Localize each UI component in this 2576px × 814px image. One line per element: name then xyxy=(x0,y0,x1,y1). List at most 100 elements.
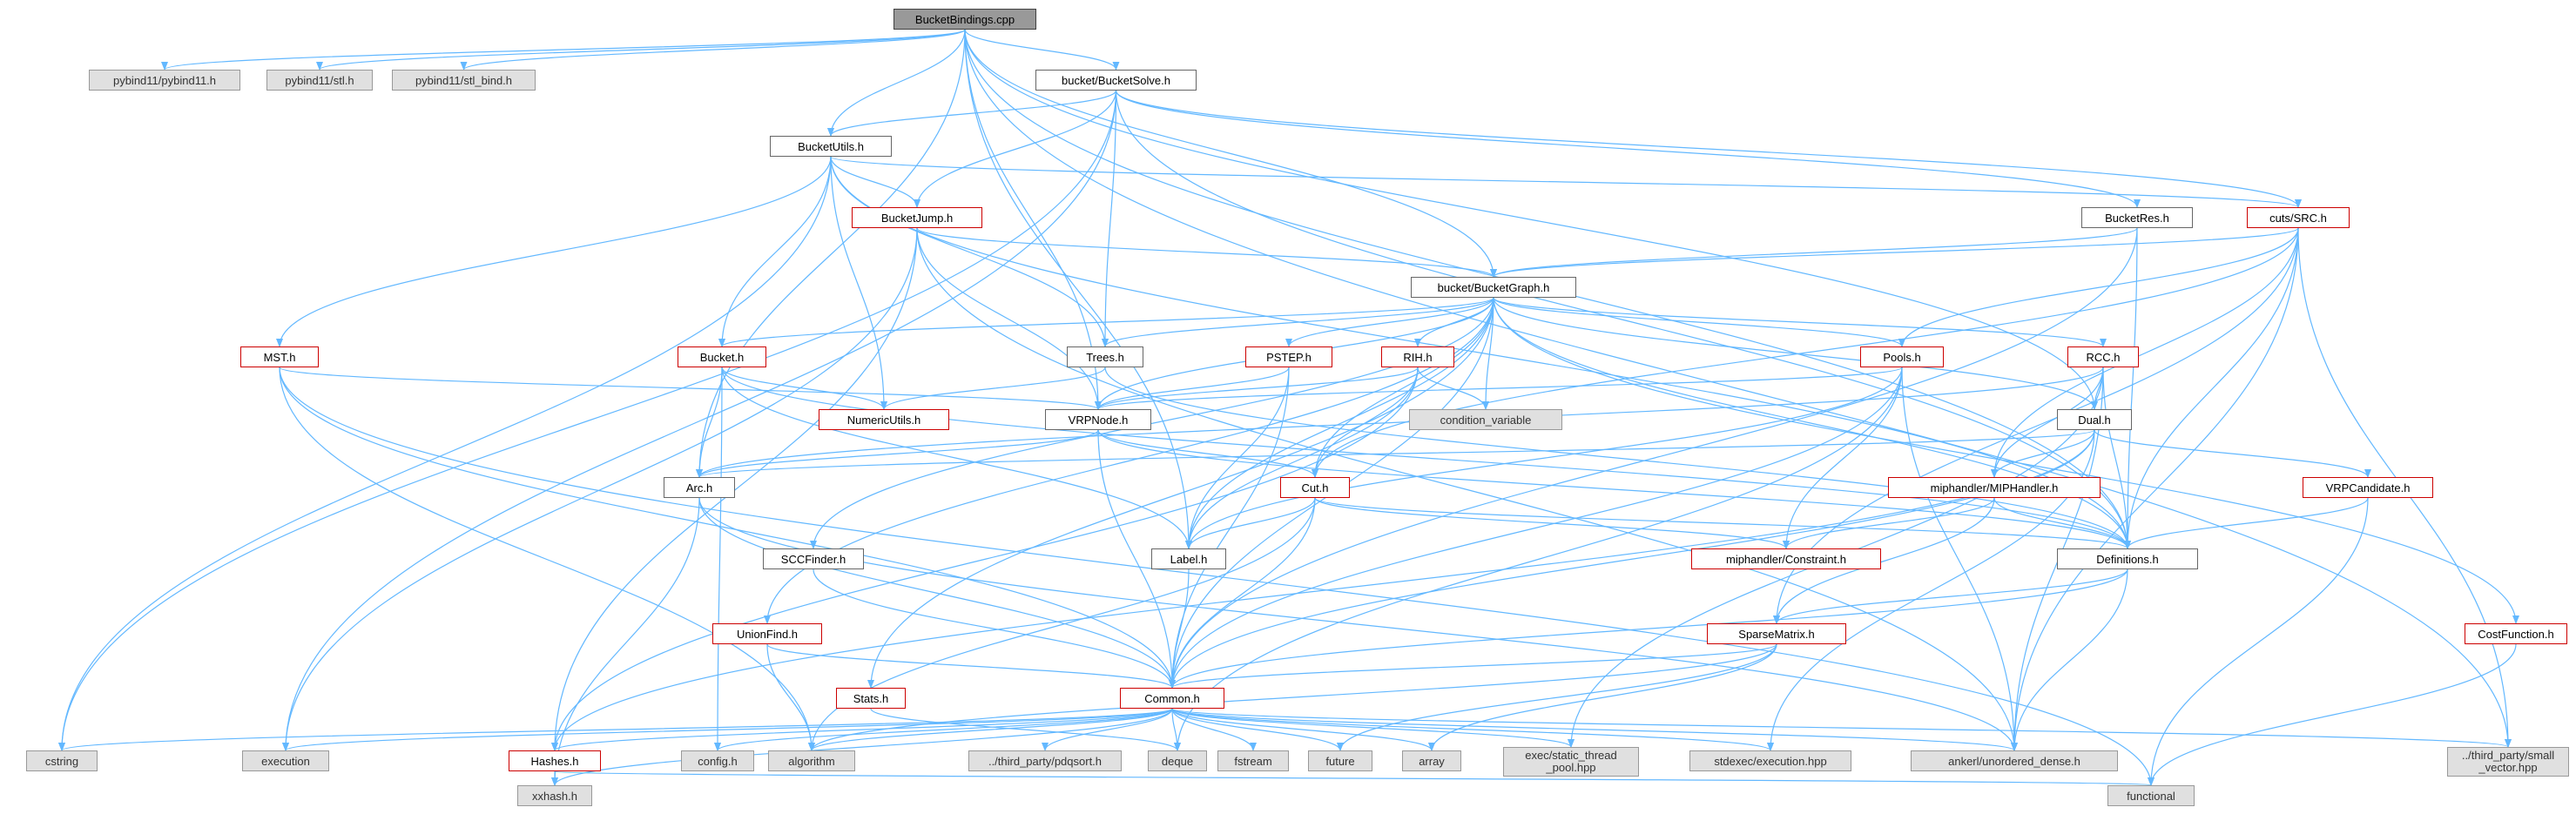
node-pools-h[interactable]: Pools.h xyxy=(1860,346,1944,367)
edge-bucketsolve-to-trees xyxy=(1102,90,1117,347)
edge-dual-to-vrpcandidate xyxy=(2094,429,2371,478)
edge-bucketbindings-to-vrpnode xyxy=(964,29,1102,410)
node-future: future xyxy=(1308,750,1372,771)
node-third-party-pdqsort-h: ../third_party/pdqsort.h xyxy=(968,750,1122,771)
node-bucket-bucketgraph-h[interactable]: bucket/BucketGraph.h xyxy=(1411,277,1576,298)
node-costfunction-h[interactable]: CostFunction.h xyxy=(2465,623,2567,644)
node-arc-h[interactable]: Arc.h xyxy=(664,477,735,498)
node-cut-h[interactable]: Cut.h xyxy=(1280,477,1350,498)
edge-bucketbindings-to-arc xyxy=(696,29,966,478)
edge-bucketsolve-to-bucketutils xyxy=(827,90,1117,137)
edge-bucketbindings-to-dual xyxy=(964,29,2098,410)
edge-vrpcandidate-to-functional xyxy=(2148,497,2369,786)
edge-mip_handler-to-sparsematrix xyxy=(1773,497,1995,624)
edge-common-to-execution xyxy=(282,708,1173,751)
node-config-h: config.h xyxy=(681,750,754,771)
node-mst-h[interactable]: MST.h xyxy=(240,346,319,367)
node-label-h[interactable]: Label.h xyxy=(1151,548,1226,569)
edge-bucketjump-to-hashes xyxy=(551,227,918,751)
edge-pools-to-unordered_dense xyxy=(1901,367,2018,751)
edge-bucketbindings-to-pybind11 xyxy=(161,29,966,71)
node-numericutils-h[interactable]: NumericUtils.h xyxy=(819,409,949,430)
edge-pools-to-label xyxy=(1185,367,1903,549)
node-bucket-bucketsolve-h[interactable]: bucket/BucketSolve.h xyxy=(1035,70,1197,91)
edge-bucketbindings-to-pybind11_stl_bind xyxy=(460,29,966,71)
node-array: array xyxy=(1402,750,1461,771)
edge-cut-to-mip_constraint xyxy=(1314,497,1790,549)
node-vrpnode-h[interactable]: VRPNode.h xyxy=(1045,409,1151,430)
edge-bucketgraph-to-cut xyxy=(1312,297,1494,478)
edge-pools-to-mip_constraint xyxy=(1783,367,1903,549)
edge-bucket-to-arc xyxy=(696,367,723,478)
node-stats-h[interactable]: Stats.h xyxy=(836,688,906,709)
edge-bucketbindings-to-bucketutils xyxy=(827,29,966,137)
edge-bucketbindings-to-bucketsolve xyxy=(964,29,1120,71)
node-miphandler-constraint-h[interactable]: miphandler/Constraint.h xyxy=(1691,548,1881,569)
edge-sparsematrix-to-algorithm xyxy=(808,643,1777,751)
node-definitions-h[interactable]: Definitions.h xyxy=(2057,548,2198,569)
edge-cut-to-label xyxy=(1185,497,1316,549)
edge-bucket-to-config xyxy=(714,367,723,751)
edge-common-to-unordered_dense xyxy=(1171,708,2018,751)
edge-sccfinder-to-common xyxy=(813,568,1176,689)
node-third-party-small-vector-hpp: ../third_party/small _vector.hpp xyxy=(2447,747,2569,777)
edge-rcc-to-definitions xyxy=(2102,367,2131,549)
edge-mst-to-algorithm xyxy=(279,367,815,751)
node-cuts-src-h[interactable]: cuts/SRC.h xyxy=(2247,207,2350,228)
node-rcc-h[interactable]: RCC.h xyxy=(2067,346,2139,367)
edge-dual-to-mip_handler xyxy=(1991,429,2095,478)
node-miphandler-miphandler-h[interactable]: miphandler/MIPHandler.h xyxy=(1888,477,2101,498)
node-hashes-h[interactable]: Hashes.h xyxy=(509,750,601,771)
edge-bucketutils-to-definitions xyxy=(830,156,2131,549)
edge-cut-to-common xyxy=(1169,497,1316,689)
edge-rih-to-label xyxy=(1185,367,1419,549)
edge-definitions-to-unordered_dense xyxy=(2011,568,2128,751)
edge-unionfind-to-algorithm xyxy=(766,643,815,751)
edge-bucketutils-to-bucketjump xyxy=(830,156,920,208)
edge-bucket-to-numericutils xyxy=(721,367,887,410)
edge-common-to-array xyxy=(1171,708,1435,751)
edge-bucket-to-label xyxy=(721,367,1192,549)
edge-bucketgraph-to-label xyxy=(1185,297,1494,549)
node-pybind11-h: pybind11/pybind11.h xyxy=(89,70,240,91)
node-trees-h[interactable]: Trees.h xyxy=(1067,346,1143,367)
edge-vrpnode-to-common xyxy=(1097,429,1176,689)
edge-trees-to-numericutils xyxy=(880,367,1106,410)
edge-mip_handler-to-mip_constraint xyxy=(1783,497,1995,549)
edge-arc-to-xxhash xyxy=(551,497,700,786)
edge-bucketjump-to-bucketgraph xyxy=(916,227,1497,278)
node-stdexec-execution-hpp: stdexec/execution.hpp xyxy=(1689,750,1851,771)
node-bucketjump-h[interactable]: BucketJump.h xyxy=(852,207,982,228)
edge-rih-to-condvar xyxy=(1417,367,1489,410)
edge-cuts_src-to-definitions xyxy=(2124,227,2299,549)
node-sparsematrix-h[interactable]: SparseMatrix.h xyxy=(1707,623,1846,644)
edges-group xyxy=(58,29,2519,786)
edge-bucketgraph-to-stats xyxy=(867,297,1494,689)
node-algorithm: algorithm xyxy=(768,750,855,771)
edge-cuts_src-to-unordered_dense xyxy=(2011,227,2299,751)
edge-vrpcandidate-to-definitions xyxy=(2124,497,2369,549)
edge-vrpnode-to-cut xyxy=(1097,429,1318,478)
edge-rcc-to-arc xyxy=(696,367,2104,478)
node-rih-h[interactable]: RIH.h xyxy=(1381,346,1454,367)
edge-vrpnode-to-definitions xyxy=(1097,429,2131,549)
edge-mst-to-functional xyxy=(279,367,2155,786)
node-common-h[interactable]: Common.h xyxy=(1120,688,1224,709)
edge-bucket-to-definitions xyxy=(721,367,2131,549)
edge-mst-to-common xyxy=(279,367,1176,689)
edge-common-to-cstring xyxy=(58,708,1173,751)
node-bucket-h[interactable]: Bucket.h xyxy=(678,346,766,367)
node-bucketutils-h[interactable]: BucketUtils.h xyxy=(770,136,892,157)
edge-bucketutils-to-numericutils xyxy=(830,156,887,410)
edge-pools-to-vrpnode xyxy=(1095,367,1903,410)
node-pstep-h[interactable]: PSTEP.h xyxy=(1245,346,1332,367)
node-sccfinder-h[interactable]: SCCFinder.h xyxy=(763,548,864,569)
node-bucketres-h[interactable]: BucketRes.h xyxy=(2081,207,2193,228)
edge-rih-to-vrpnode xyxy=(1095,367,1419,410)
edge-costfunction-to-functional xyxy=(2148,643,2517,786)
edge-dual-to-common xyxy=(1169,429,2095,689)
node-unionfind-h[interactable]: UnionFind.h xyxy=(712,623,822,644)
node-vrpcandidate-h[interactable]: VRPCandidate.h xyxy=(2303,477,2433,498)
node-dual-h[interactable]: Dual.h xyxy=(2057,409,2132,430)
